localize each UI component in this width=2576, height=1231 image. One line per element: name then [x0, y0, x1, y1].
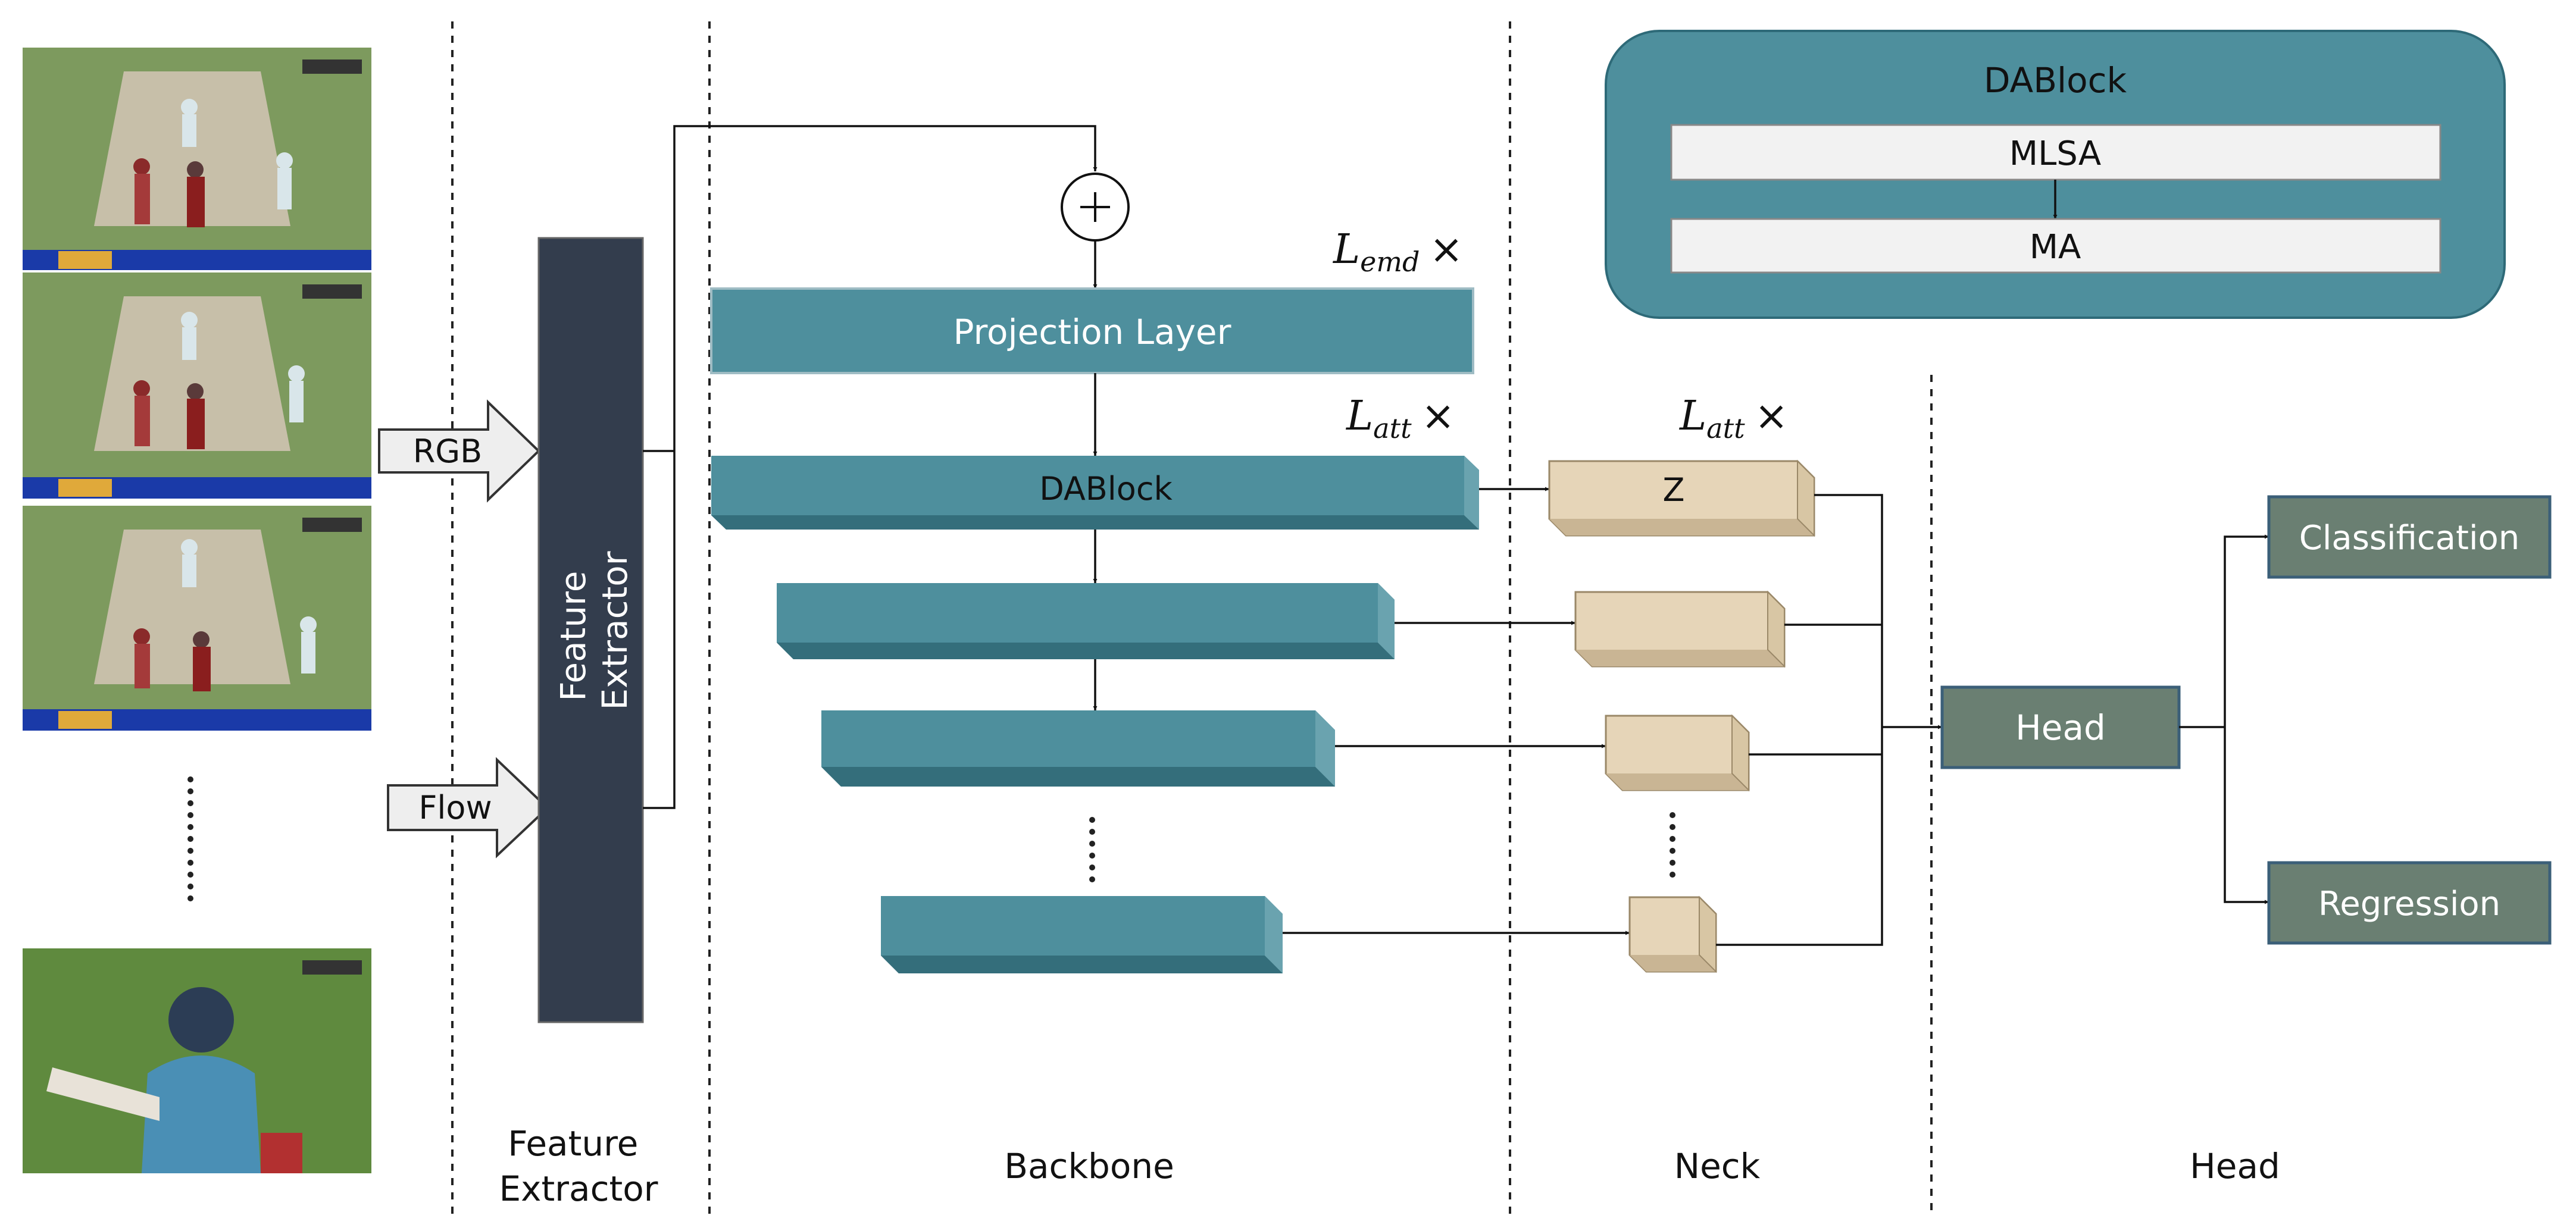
flow-arrow-icon: Flow: [387, 757, 549, 859]
backbone-ellipsis-icon: [1089, 817, 1095, 882]
backbone-block-4: [881, 896, 1283, 973]
feature-extractor-box: Feature Extractor: [537, 237, 644, 1023]
section-label-head: Head: [2190, 1146, 2280, 1186]
section-label-neck: Neck: [1674, 1146, 1761, 1186]
classification-label: Classification: [2299, 519, 2520, 557]
video-frame-1: [23, 48, 371, 270]
dablock-detail-panel: DABlock MLSA MA: [1605, 30, 2506, 319]
dablock-row-ma-label: MA: [2030, 228, 2081, 267]
video-frame-3: [23, 506, 371, 731]
dablock-row-mlsa: [1670, 124, 2441, 181]
backbone-block-3: [821, 710, 1335, 787]
regression-label: Regression: [2318, 885, 2500, 923]
dablock-row-mlsa-label: MLSA: [2009, 134, 2101, 173]
section-dividers: [451, 21, 1933, 1214]
section-label-feature-extractor: Feature Extractor: [499, 1123, 658, 1209]
neck-block-1-z: Z: [1548, 459, 1815, 537]
l-att-repeat-label-backbone: Latt×: [1345, 393, 1455, 444]
neck-block-2: [1574, 590, 1786, 668]
section-label-backbone: Backbone: [1004, 1146, 1174, 1186]
l-emd-repeat-label: Lemd×: [1332, 226, 1463, 278]
rgb-arrow-icon: RGB: [378, 399, 540, 503]
projection-layer-label: Projection Layer: [954, 312, 1231, 352]
head-box: Head: [1940, 685, 2181, 769]
neck-z-label: Z: [1663, 471, 1685, 509]
section-labels: Feature Extractor Backbone Neck Head: [499, 1123, 2280, 1209]
feature-extractor-label: Feature Extractor: [553, 551, 635, 710]
backbone-block-1-dablock: DABlock: [711, 456, 1479, 530]
head-to-outputs-connectors: [2179, 534, 2269, 904]
sum-icon: [1061, 173, 1130, 242]
neck-to-head-connectors: [1716, 494, 1942, 946]
classification-box: Classification: [2267, 495, 2552, 579]
rgb-label: RGB: [413, 433, 482, 470]
extractor-connectors: [643, 125, 1098, 809]
vertical-ellipsis-icon: [187, 776, 193, 901]
backbone-to-neck-arrows: [1283, 487, 1630, 935]
neck-block-4: [1628, 895, 1717, 973]
neck-ellipsis-icon: [1670, 812, 1675, 878]
neck-block-3: [1605, 714, 1750, 792]
dablock-label: DABlock: [1039, 470, 1173, 508]
regression-box: Regression: [2267, 861, 2552, 945]
projection-layer-box: Projection Layer: [710, 287, 1474, 374]
dablock-row-ma: [1670, 218, 2441, 274]
head-box-label: Head: [2015, 707, 2106, 748]
dablock-detail-title: DABlock: [1984, 60, 2127, 101]
l-att-repeat-label-neck: Latt×: [1678, 393, 1789, 444]
backbone-block-2: [777, 583, 1395, 659]
video-frames: [23, 48, 371, 1173]
video-frame-2: [23, 272, 371, 499]
flow-label: Flow: [418, 789, 492, 826]
video-frame-4: [23, 948, 371, 1173]
